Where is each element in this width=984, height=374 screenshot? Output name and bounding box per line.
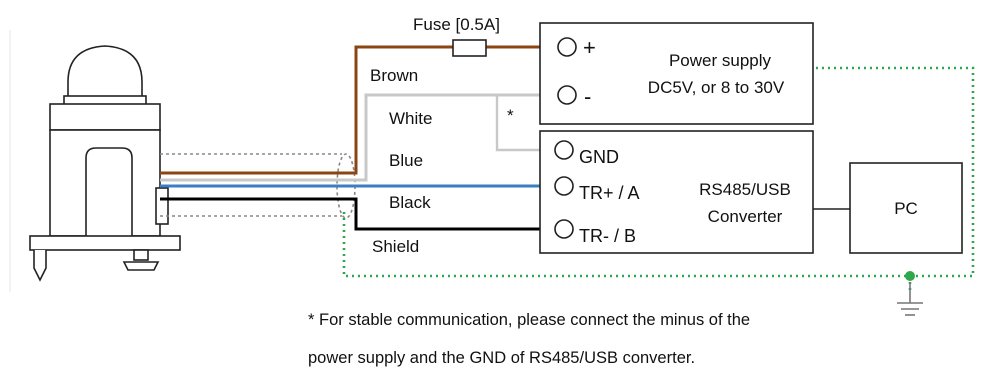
terminal-trm [554,219,574,239]
trm-label: TR- / B [579,226,636,246]
sensor-right-foot-stem [133,249,149,261]
terminal-plus [557,37,577,57]
terminal-gnd [554,140,574,160]
sensor-top-cap [49,103,161,131]
power-supply-box [539,22,814,125]
wire-white [160,93,560,182]
sensor-right-foot-nut [122,261,160,271]
label-blue: Blue [389,151,423,170]
footnote-line1: * For stable communication, please conne… [308,311,750,329]
trp-label: TR+ / A [579,183,640,203]
converter-title-line2: Converter [708,207,783,226]
power-supply-title: Power supply [669,51,772,70]
label-brown: Brown [370,66,418,85]
gnd-label: GND [579,147,619,167]
terminal-minus [557,85,577,105]
sensor-window [85,147,133,236]
label-shield: Shield [372,237,419,256]
power-supply-spec: DC5V, or 8 to 30V [648,78,785,97]
wire-brown [160,45,540,175]
fuse [452,39,487,57]
sensor-left-foot [33,250,47,282]
label-black: Black [389,193,431,212]
jumper-asterisk: * [507,106,514,125]
wire-black [160,197,556,231]
converter-box [539,130,814,254]
power-plus-sign: + [583,35,596,60]
pc-label: PC [894,199,918,218]
ground-icon [897,271,923,316]
wire-gnd-jumper [495,93,560,152]
footnote-line2: power supply and the GND of RS485/USB co… [308,349,695,367]
converter-title-line1: RS485/USB [699,180,791,199]
sensor-device [29,45,181,282]
fuse-label: Fuse [0.5A] [413,15,500,34]
label-white: White [389,109,432,128]
sensor-connector [155,187,169,225]
terminal-trp [554,176,574,196]
sensor-dome [67,45,143,101]
sensor-base-plate [29,235,181,251]
pc-box [849,162,963,254]
power-minus-sign: - [584,84,591,109]
